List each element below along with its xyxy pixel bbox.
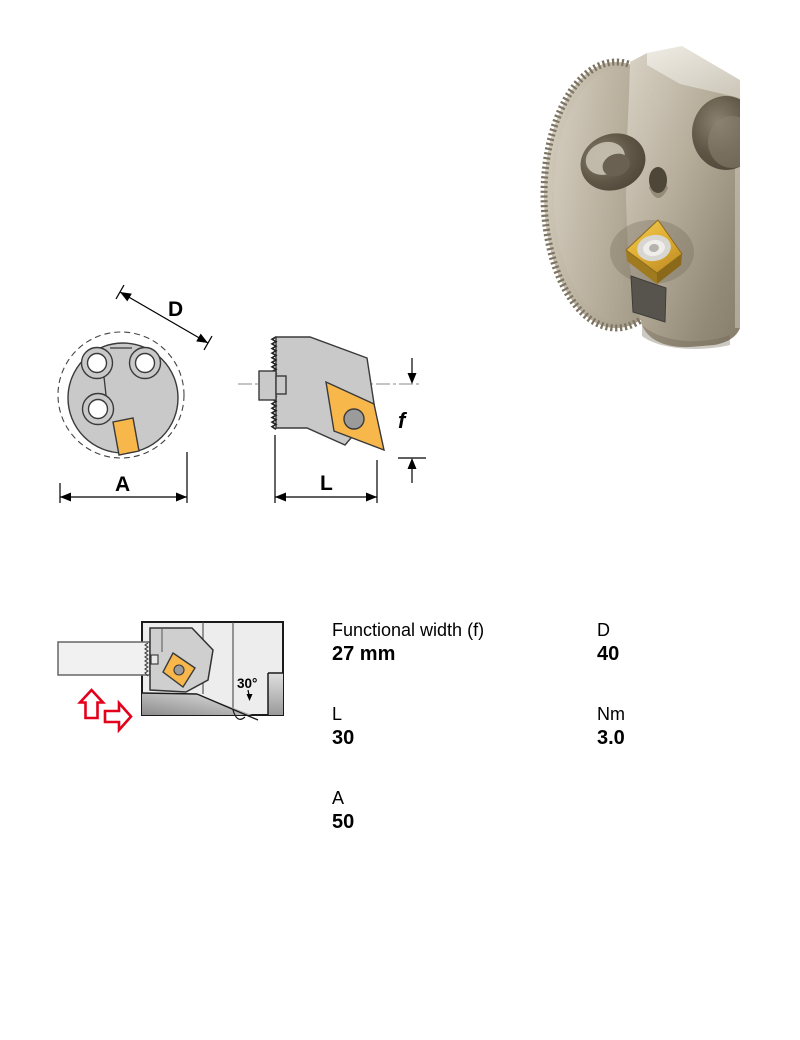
pocket-line [103,376,107,396]
cartridge-head [149,627,214,693]
feed-direction-arrows [77,688,133,734]
spec-Nm: Nm 3.0 [597,703,800,750]
dimension-A: A [59,452,188,503]
spec-functional-width: Functional width (f) 27 mm [332,619,582,666]
spec-L: L 30 [332,703,582,750]
carbide-shim [630,275,667,323]
spec-value: 40 [597,643,620,665]
dimension-f: f [398,358,426,483]
step-panel [267,672,283,715]
side-view-diagram: f L [238,336,426,503]
mounting-holes [692,96,740,170]
dimension-L: L [274,435,378,503]
chamfer-band [141,692,259,721]
spec-label: Nm [597,704,625,724]
dim-label-f: f [398,408,408,433]
screw-holes-front [80,346,162,426]
angle-label: 30° [237,676,257,691]
dim-label-D: D [168,298,183,321]
insert-screw [637,234,671,262]
dim-label-A: A [115,473,130,496]
arrow-up-icon [77,688,106,720]
coolant-hole [649,167,668,198]
spec-value: 50 [332,811,355,833]
spec-value: 27 mm [332,643,396,665]
shank-serration [144,642,149,677]
spec-label: L [332,704,343,724]
product-render [540,46,740,349]
spec-D: D 40 [597,619,800,666]
front-view-diagram: D A [57,284,213,503]
reference-circle-dashed [57,331,185,459]
spec-label: D [597,620,610,640]
tool-shank [57,641,151,676]
spec-label: A [332,788,345,808]
insert-front [112,417,140,456]
adjustment-screw [258,370,287,401]
dim-label-L: L [320,472,333,495]
dimension-D: D [115,284,213,351]
spec-value: 30 [332,727,355,749]
gold-insert [625,219,683,284]
spec-value: 3.0 [597,727,625,749]
insert-hole [343,408,365,430]
spec-label: Functional width (f) [332,620,485,640]
insert-hole-small [173,664,185,676]
insert-screw-hole [580,133,646,191]
mounting-diagram: 30° [57,621,284,734]
angle-annotation: 30° [237,676,257,701]
spec-A: A 50 [332,787,582,834]
arrow-right-icon [103,699,133,734]
